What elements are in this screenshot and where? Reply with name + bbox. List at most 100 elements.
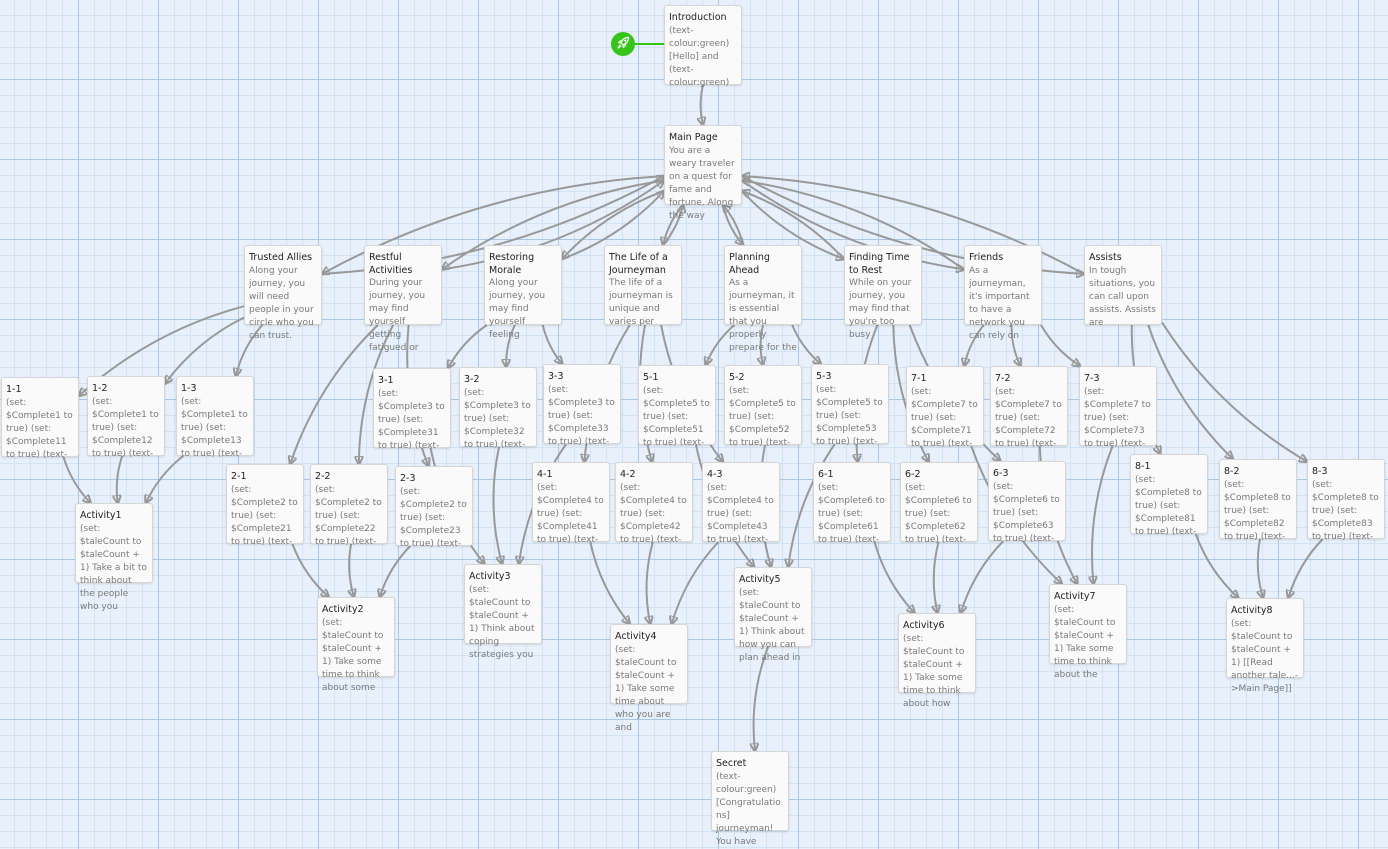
passage-excerpt: (set: $Complete5 to true) (set: $Complet… (816, 384, 883, 447)
passage-excerpt: (set: $Complete1 to true) (set: $Complet… (92, 396, 159, 459)
passage-name: Activity8 (1231, 605, 1273, 616)
passage-name: 7-3 (1084, 373, 1100, 384)
passage-p6-1[interactable]: 6-1(set: $Complete6 to true) (set: $Comp… (813, 462, 891, 545)
passage-name: 8-1 (1135, 461, 1151, 472)
passage-excerpt: (set: $taleCount to $taleCount + 1) Thin… (739, 587, 805, 663)
passage-name: 5-1 (643, 372, 659, 383)
passage-p1-2[interactable]: 1-2(set: $Complete1 to true) (set: $Comp… (87, 376, 165, 459)
passage-p8-1[interactable]: 8-1 (set: $Complete8 to true) (set: $Comp… (1130, 454, 1208, 537)
passage-p2-1[interactable]: 2-1 (set: $Complete2 to true) (set: $Comp… (226, 464, 304, 547)
passage-p7-3[interactable]: 7-3 (set: $Complete7 to true) (set: $Comp… (1079, 366, 1157, 449)
passage-excerpt: You are a weary traveler on a quest for … (669, 145, 735, 221)
passage-excerpt: As a journeyman, it's important to have … (969, 265, 1030, 341)
passage-friends[interactable]: Friends As a journeyman, it's important t… (964, 245, 1042, 341)
passage-act3[interactable]: Activity3 (set: $taleCount to $taleCount … (464, 564, 542, 660)
passage-name: Activity5 (739, 574, 781, 585)
passage-name: 8-2 (1224, 466, 1240, 477)
passage-p7-2[interactable]: 7-2(set: $Complete7 to true) (set: $Comp… (990, 366, 1068, 449)
passage-excerpt: (set: $Complete2 to true) (set: $Complet… (231, 484, 298, 547)
passage-name: 1-3 (181, 383, 197, 394)
passage-intro[interactable]: Introduction(text-colour:green)[Hello] a… (664, 5, 742, 88)
passage-name: Restoring Morale (489, 252, 535, 276)
passage-p3-1[interactable]: 3-1 (set: $Complete3 to true) (set: $Comp… (373, 368, 451, 451)
passage-p3-3[interactable]: 3-3(set: $Complete3 to true) (set: $Comp… (543, 364, 621, 447)
passage-name: 2-3 (400, 473, 416, 484)
passage-secret[interactable]: Secret(text-colour:green)[Congratulation… (711, 751, 789, 847)
passage-excerpt: (set: $Complete4 to true) (set: $Complet… (707, 482, 774, 545)
passage-p8-3[interactable]: 8-3 (set: $Complete8 to true) (set: $Comp… (1307, 459, 1385, 542)
passage-name: Activity3 (469, 571, 511, 582)
passage-act6[interactable]: Activity6(set: $taleCount to $taleCount … (898, 613, 976, 709)
passage-excerpt: Along your journey, you will need people… (249, 265, 314, 341)
passage-excerpt: (set: $Complete7 to true) (set: $Complet… (1084, 386, 1151, 449)
passage-excerpt: (set: $Complete8 to true) (set: $Complet… (1135, 474, 1202, 537)
start-story-badge[interactable] (611, 32, 635, 56)
passage-excerpt: (set: $Complete1 to true) (set: $Complet… (6, 397, 73, 460)
passage-p7-1[interactable]: 7-1(set: $Complete7 to true) (set: $Comp… (906, 366, 984, 449)
passage-excerpt: (set: $Complete4 to true) (set: $Complet… (620, 482, 687, 545)
passage-p6-3[interactable]: 6-3(set: $Complete6 to true) (set: $Comp… (988, 461, 1066, 544)
passage-excerpt: (set: $Complete5 to true) (set: $Complet… (729, 385, 796, 448)
passage-name: 5-2 (729, 372, 745, 383)
passage-p6-2[interactable]: 6-2 (set: $Complete6 to true) (set: $Comp… (900, 462, 978, 545)
passage-p5-1[interactable]: 5-1 (set: $Complete5 to true) (set: $Comp… (638, 365, 716, 448)
passage-p5-3[interactable]: 5-3 (set: $Complete5 to true) (set: $Comp… (811, 364, 889, 447)
passage-excerpt: (set: $Complete7 to true) (set: $Complet… (995, 386, 1062, 449)
passage-excerpt: (set: $Complete3 to true) (set: $Complet… (548, 384, 615, 447)
passage-name: Planning Ahead (729, 252, 770, 276)
passage-excerpt: The life of a journeyman is unique and v… (609, 278, 673, 327)
passage-excerpt: (text-colour:green)[Congratulations] jou… (716, 771, 781, 847)
passage-name: Finding Time to Rest (849, 252, 910, 276)
passage-act4[interactable]: Activity4(set: $taleCount to $taleCount … (610, 624, 688, 733)
passage-act1[interactable]: Activity1(set: $taleCount to $taleCount … (75, 503, 153, 612)
passage-act7[interactable]: Activity7(set: $taleCount to $taleCount … (1049, 584, 1127, 680)
passage-excerpt: (set: $Complete1 to true) (set: $Complet… (181, 396, 248, 459)
passage-excerpt: (set: $taleCount to $taleCount + 1) Thin… (469, 584, 535, 660)
passage-name: Activity6 (903, 620, 945, 631)
passage-p8-2[interactable]: 8-2 (set: $Complete8 to true) (set: $Comp… (1219, 459, 1297, 542)
passage-p1-1[interactable]: 1-1 (set: $Complete1 to true) (set: $Comp… (1, 377, 79, 460)
passage-excerpt: (set: $Complete7 to true) (set: $Complet… (911, 386, 978, 449)
passage-name: 5-3 (816, 371, 832, 382)
passage-name: 8-3 (1312, 466, 1328, 477)
passage-excerpt: During your journey, you may find yourse… (369, 278, 426, 353)
passage-p2-2[interactable]: 2-2(set: $Complete2 to true) (set: $Comp… (310, 464, 388, 547)
passage-name: 1-1 (6, 384, 22, 395)
passage-act5[interactable]: Activity5 (set: $taleCount to $taleCount … (734, 567, 812, 663)
passage-excerpt: (set: $Complete4 to true) (set: $Complet… (537, 482, 604, 545)
passage-excerpt: (set: $taleCount to $taleCount + 1) Take… (615, 644, 677, 733)
passage-p2-3[interactable]: 2-3(set: $Complete2 to true) (set: $Comp… (395, 466, 473, 549)
passage-act2[interactable]: Activity2(set: $taleCount to $taleCount … (317, 597, 395, 693)
passage-act8[interactable]: Activity8(set: $taleCount to $taleCount … (1226, 598, 1304, 694)
passage-excerpt: (set: $Complete5 to true) (set: $Complet… (643, 385, 710, 448)
passage-name: 4-3 (707, 469, 723, 480)
passage-name: Friends (969, 252, 1004, 263)
passage-p4-3[interactable]: 4-3 (set: $Complete4 to true) (set: $Comp… (702, 462, 780, 545)
passage-name: 4-2 (620, 469, 636, 480)
passage-excerpt: (set: $Complete6 to true) (set: $Complet… (905, 482, 972, 545)
passage-excerpt: (set: $Complete6 to true) (set: $Complet… (818, 482, 885, 545)
passage-excerpt: (set: $taleCount to $taleCount + 1) Take… (80, 523, 147, 612)
passage-p4-2[interactable]: 4-2 (set: $Complete4 to true) (set: $Comp… (615, 462, 693, 545)
passage-excerpt: (set: $taleCount to $taleCount + 1) Take… (1054, 604, 1116, 680)
passage-p1-3[interactable]: 1-3 (set: $Complete1 to true) (set: $Comp… (176, 376, 254, 459)
passage-p4-1[interactable]: 4-1 (set: $Complete4 to true) (set: $Comp… (532, 462, 610, 545)
passage-p3-2[interactable]: 3-2(set: $Complete3 to true) (set: $Comp… (459, 367, 537, 450)
passage-name: 4-1 (537, 469, 553, 480)
passage-name: 2-1 (231, 471, 247, 482)
passage-excerpt: (set: $Complete3 to true) (set: $Complet… (378, 388, 445, 451)
passage-excerpt: (set: $Complete8 to true) (set: $Complet… (1312, 479, 1379, 542)
passage-name: 3-1 (378, 375, 394, 386)
passage-excerpt: (set: $Complete2 to true) (set: $Complet… (315, 484, 382, 547)
passage-p5-2[interactable]: 5-2 (set: $Complete5 to true) (set: $Comp… (724, 365, 802, 448)
passage-name: 6-2 (905, 469, 921, 480)
passage-excerpt: (set: $Complete8 to true) (set: $Complet… (1224, 479, 1291, 542)
